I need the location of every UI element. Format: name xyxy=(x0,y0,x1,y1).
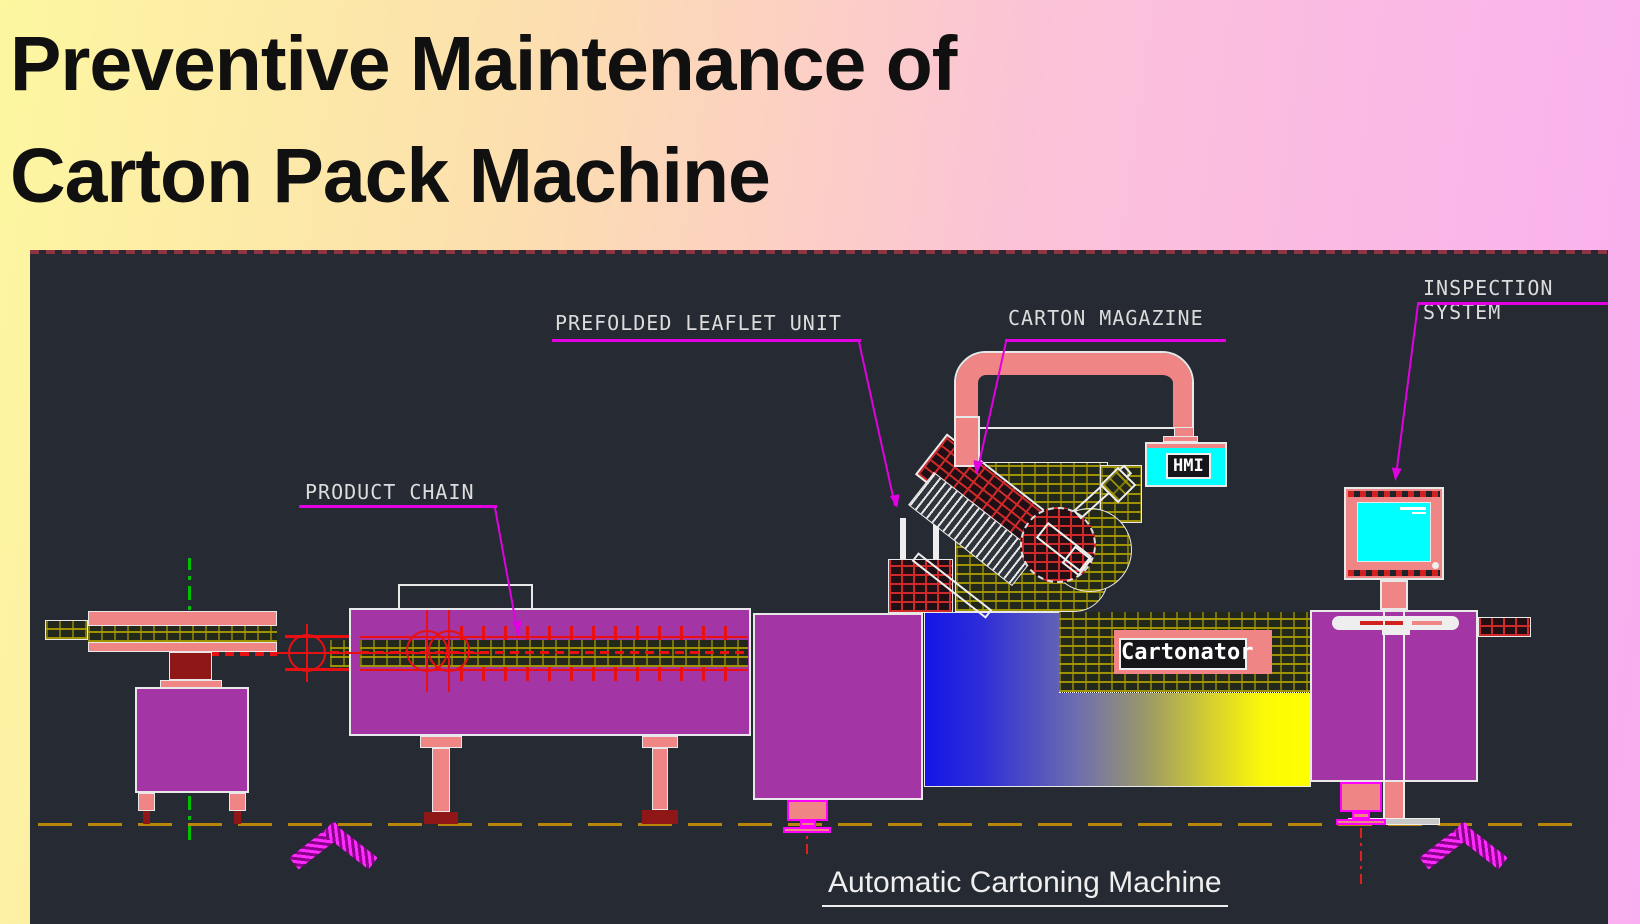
outfeed-conveyor xyxy=(1478,617,1531,637)
turntable-brick-band xyxy=(88,626,277,642)
turntable-lower-plate xyxy=(88,642,277,652)
transfer-foot-base xyxy=(783,827,831,833)
cartonator-nameplate: Cartonator xyxy=(1114,630,1272,674)
page-title-line2: Carton Pack Machine xyxy=(10,133,771,219)
chain-pins-lower xyxy=(460,667,742,681)
monitor-bottom-strip xyxy=(1348,570,1440,576)
screen-glare-2 xyxy=(1412,512,1426,514)
vacuum-drum xyxy=(1020,507,1096,583)
leader-arrow-prefolded-leaflet xyxy=(889,494,903,509)
sprocket-axis-h xyxy=(270,652,484,654)
infeed-leg1-plate xyxy=(420,736,462,748)
turntable-leg-left xyxy=(143,811,150,824)
hmi-arch xyxy=(954,351,1194,429)
hmi-arch-left-leg xyxy=(954,416,980,467)
chain-center-dash-inner xyxy=(360,651,748,654)
transfer-box xyxy=(753,613,923,800)
monitor-top-strip xyxy=(1348,491,1440,497)
monitor-screen xyxy=(1357,502,1431,562)
label-product-chain: PRODUCT CHAIN xyxy=(305,480,475,504)
leaflet-unit-box xyxy=(888,559,953,613)
drawing-top-edge xyxy=(30,250,1608,254)
turntable-pedestal xyxy=(169,652,212,680)
leader-arrow-product-chain xyxy=(511,620,525,635)
page-title: Preventive Maintenance of Carton Pack Ma… xyxy=(10,0,1410,232)
turntable-foot-right xyxy=(229,793,246,811)
leaflet-post-right xyxy=(933,518,939,560)
infeed-leg2-plate xyxy=(642,736,678,748)
anchor-chevron-left xyxy=(287,822,378,870)
screen-glare-1 xyxy=(1400,507,1426,510)
hmi-panel-top-strip xyxy=(1147,444,1225,448)
turntable-top-plate xyxy=(88,611,277,626)
turntable-red-dash xyxy=(180,652,277,656)
turntable-left-extension xyxy=(45,620,88,640)
shelf-sub-plate xyxy=(1382,630,1410,635)
chevron-arm xyxy=(1452,822,1508,870)
chevron-arm xyxy=(322,822,378,870)
leader-arrow-inspection-system xyxy=(1390,467,1402,482)
cad-diagram-canvas: Cartonator HMI xyxy=(30,250,1608,924)
underline-inspection-system xyxy=(1417,302,1608,305)
transfer-foot-block xyxy=(787,800,828,821)
turntable-leg-right xyxy=(234,811,241,824)
stand-shelf xyxy=(1332,616,1459,630)
infeed-leg2-foot xyxy=(642,810,678,824)
sprocket-axis-v1 xyxy=(306,624,308,682)
label-carton-magazine: CARTON MAGAZINE xyxy=(1008,306,1204,330)
sprocket-axis-v3 xyxy=(448,610,450,692)
inspection-stand-box xyxy=(1310,610,1478,782)
page-title-line1: Preventive Maintenance of xyxy=(10,21,957,107)
hmi-panel: HMI xyxy=(1145,442,1227,487)
infeed-leg1-foot xyxy=(424,812,458,824)
hmi-connector-plate xyxy=(1163,436,1198,442)
stand-foot-block xyxy=(1340,782,1382,812)
underline-prefolded-leaflet xyxy=(552,339,861,342)
hmi-label-box: HMI xyxy=(1166,453,1211,479)
leaflet-post-left xyxy=(900,518,906,560)
infeed-leg2-column xyxy=(652,748,668,810)
inspection-monitor xyxy=(1344,487,1444,580)
label-inspection-line1: INSPECTION xyxy=(1423,276,1554,300)
underline-product-chain xyxy=(299,505,497,508)
monitor-neck xyxy=(1380,580,1408,610)
infeed-leg1-column xyxy=(432,748,450,812)
cartonator-name-box: Cartonator xyxy=(1119,638,1253,670)
transfer-foot-waist xyxy=(800,821,816,827)
shelf-detail-red xyxy=(1360,621,1404,625)
sprocket-axis-v2 xyxy=(426,610,428,692)
anchor-chevron-right xyxy=(1417,822,1508,870)
leader-inspection-system xyxy=(1395,303,1419,469)
turntable-foot-left xyxy=(138,793,155,811)
stand-foot-waist xyxy=(1352,812,1370,819)
label-prefolded-leaflet-unit: PREFOLDED LEAFLET UNIT xyxy=(555,311,842,335)
monitor-logo-dot xyxy=(1432,562,1439,569)
underline-carton-magazine xyxy=(1005,339,1226,342)
stand-foot-base xyxy=(1336,819,1386,825)
stand-column xyxy=(1383,610,1405,820)
diagram-caption: Automatic Cartoning Machine xyxy=(822,866,1228,907)
leader-prefolded-leaflet xyxy=(858,341,897,507)
label-inspection-system: INSPECTION SYSTEM xyxy=(1423,276,1553,324)
turntable-base-cabinet xyxy=(135,687,249,793)
stand-column-lower xyxy=(1385,782,1403,820)
shelf-detail-salmon xyxy=(1412,621,1442,625)
chain-pins-upper xyxy=(460,626,742,640)
